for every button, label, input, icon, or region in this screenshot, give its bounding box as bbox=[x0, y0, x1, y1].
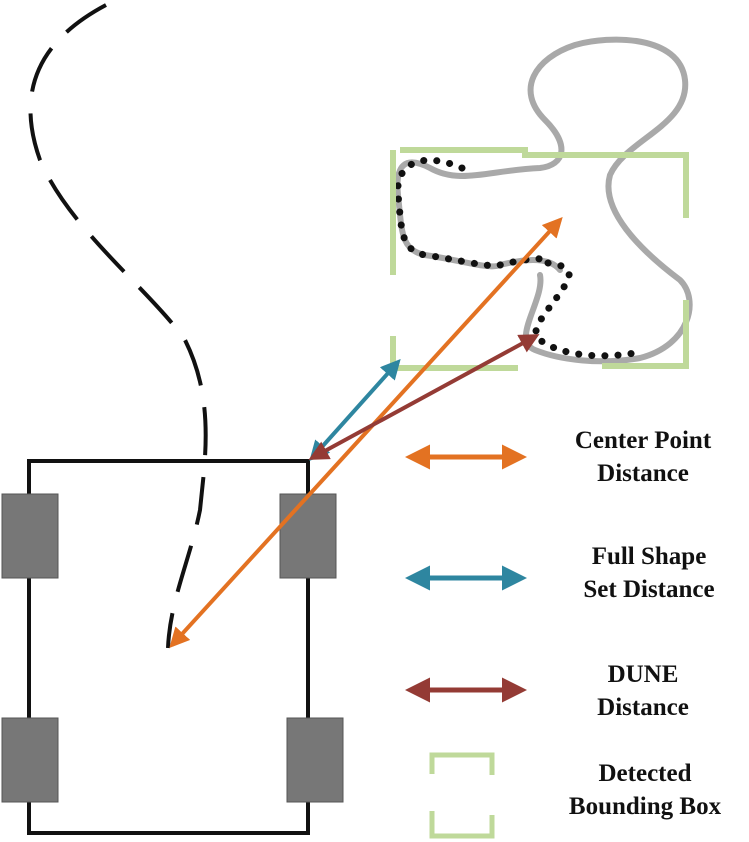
legend-bbox-line1: Detected bbox=[598, 760, 692, 787]
legend-center-point-label: Center Point Distance bbox=[528, 424, 749, 490]
legend-dune-line1: DUNE bbox=[607, 661, 679, 688]
wheel-front-left bbox=[1, 493, 59, 579]
wheel-front-right bbox=[279, 493, 337, 579]
dune-distance-arrow bbox=[308, 334, 540, 460]
legend-center-point-line1: Center Point bbox=[574, 427, 712, 454]
wheel-rear-left bbox=[1, 717, 59, 803]
legend-dune-label: DUNE Distance bbox=[528, 658, 749, 724]
legend-center-point-line2: Distance bbox=[597, 460, 689, 487]
wheel-rear-right bbox=[286, 717, 344, 803]
legend-full-shape-label: Full Shape Set Distance bbox=[534, 540, 749, 606]
vehicle bbox=[1, 459, 344, 835]
legend-dune-line2: Distance bbox=[597, 694, 689, 721]
legend-full-shape-line1: Full Shape bbox=[591, 543, 707, 570]
legend-bbox-line2: Bounding Box bbox=[568, 793, 722, 820]
center-point-distance-arrow bbox=[169, 217, 563, 648]
legend-full-shape-line2: Set Distance bbox=[583, 576, 715, 603]
visible-point-cloud bbox=[394, 156, 644, 360]
legend-bbox-label: Detected Bounding Box bbox=[530, 757, 749, 823]
object-shape bbox=[394, 36, 693, 365]
legend-bounding-box-icon bbox=[429, 752, 495, 839]
